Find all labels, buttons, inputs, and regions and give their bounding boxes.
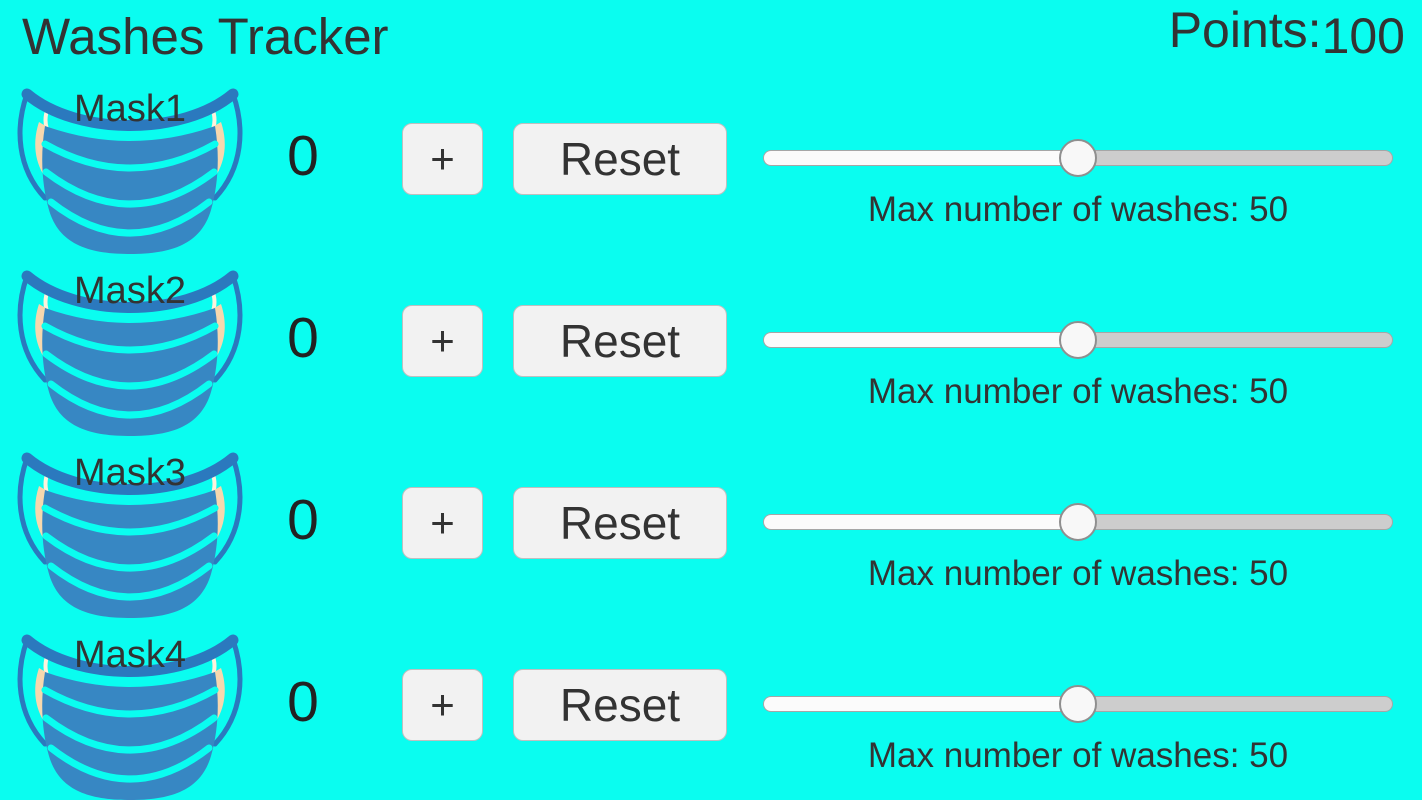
max-washes-label: Max number of washes: 50: [867, 554, 1289, 593]
mask-icon-wrap: Mask2: [15, 260, 245, 440]
increment-button[interactable]: +: [402, 487, 483, 559]
mask-icon-wrap: Mask3: [15, 442, 245, 622]
slider-thumb[interactable]: [1059, 503, 1097, 541]
mask-label: Mask2: [74, 270, 186, 312]
mask-row: Mask1 0 + Reset Max number of washes: 50: [0, 70, 1422, 252]
wash-count: 0: [287, 670, 319, 734]
points-label: Points:: [1168, 2, 1322, 58]
slider-track-empty[interactable]: [1078, 332, 1393, 348]
mask-label: Mask4: [74, 634, 186, 676]
mask-label: Mask3: [74, 452, 186, 494]
slider-thumb[interactable]: [1059, 321, 1097, 359]
increment-button[interactable]: +: [402, 669, 483, 741]
points-value: 100: [1321, 8, 1405, 64]
page-title: Washes Tracker: [22, 8, 389, 65]
mask-row: Mask2 0 + Reset Max number of washes: 50: [0, 252, 1422, 434]
slider-thumb[interactable]: [1059, 139, 1097, 177]
slider-track-empty[interactable]: [1078, 696, 1393, 712]
wash-count: 0: [287, 124, 319, 188]
slider-track-empty[interactable]: [1078, 150, 1393, 166]
reset-button[interactable]: Reset: [513, 305, 727, 377]
wash-count: 0: [287, 306, 319, 370]
mask-row: Mask3 0 + Reset Max number of washes: 50: [0, 434, 1422, 616]
max-washes-slider[interactable]: [763, 503, 1393, 541]
max-washes-slider[interactable]: [763, 685, 1393, 723]
mask-icon-wrap: Mask1: [15, 78, 245, 258]
wash-count: 0: [287, 488, 319, 552]
reset-button[interactable]: Reset: [513, 669, 727, 741]
increment-button[interactable]: +: [402, 123, 483, 195]
mask-label: Mask1: [74, 88, 186, 130]
slider-thumb[interactable]: [1059, 685, 1097, 723]
max-washes-slider[interactable]: [763, 321, 1393, 359]
slider-track-filled[interactable]: [763, 514, 1078, 530]
slider-track-filled[interactable]: [763, 696, 1078, 712]
reset-button[interactable]: Reset: [513, 123, 727, 195]
slider-track-filled[interactable]: [763, 150, 1078, 166]
max-washes-label: Max number of washes: 50: [867, 736, 1289, 775]
mask-icon-wrap: Mask4: [15, 624, 245, 800]
mask-row: Mask4 0 + Reset Max number of washes: 50: [0, 616, 1422, 798]
increment-button[interactable]: +: [402, 305, 483, 377]
points-display: Points:100: [1168, 2, 1405, 64]
slider-track-empty[interactable]: [1078, 514, 1393, 530]
slider-track-filled[interactable]: [763, 332, 1078, 348]
max-washes-label: Max number of washes: 50: [867, 372, 1289, 411]
max-washes-slider[interactable]: [763, 139, 1393, 177]
reset-button[interactable]: Reset: [513, 487, 727, 559]
max-washes-label: Max number of washes: 50: [867, 190, 1289, 229]
